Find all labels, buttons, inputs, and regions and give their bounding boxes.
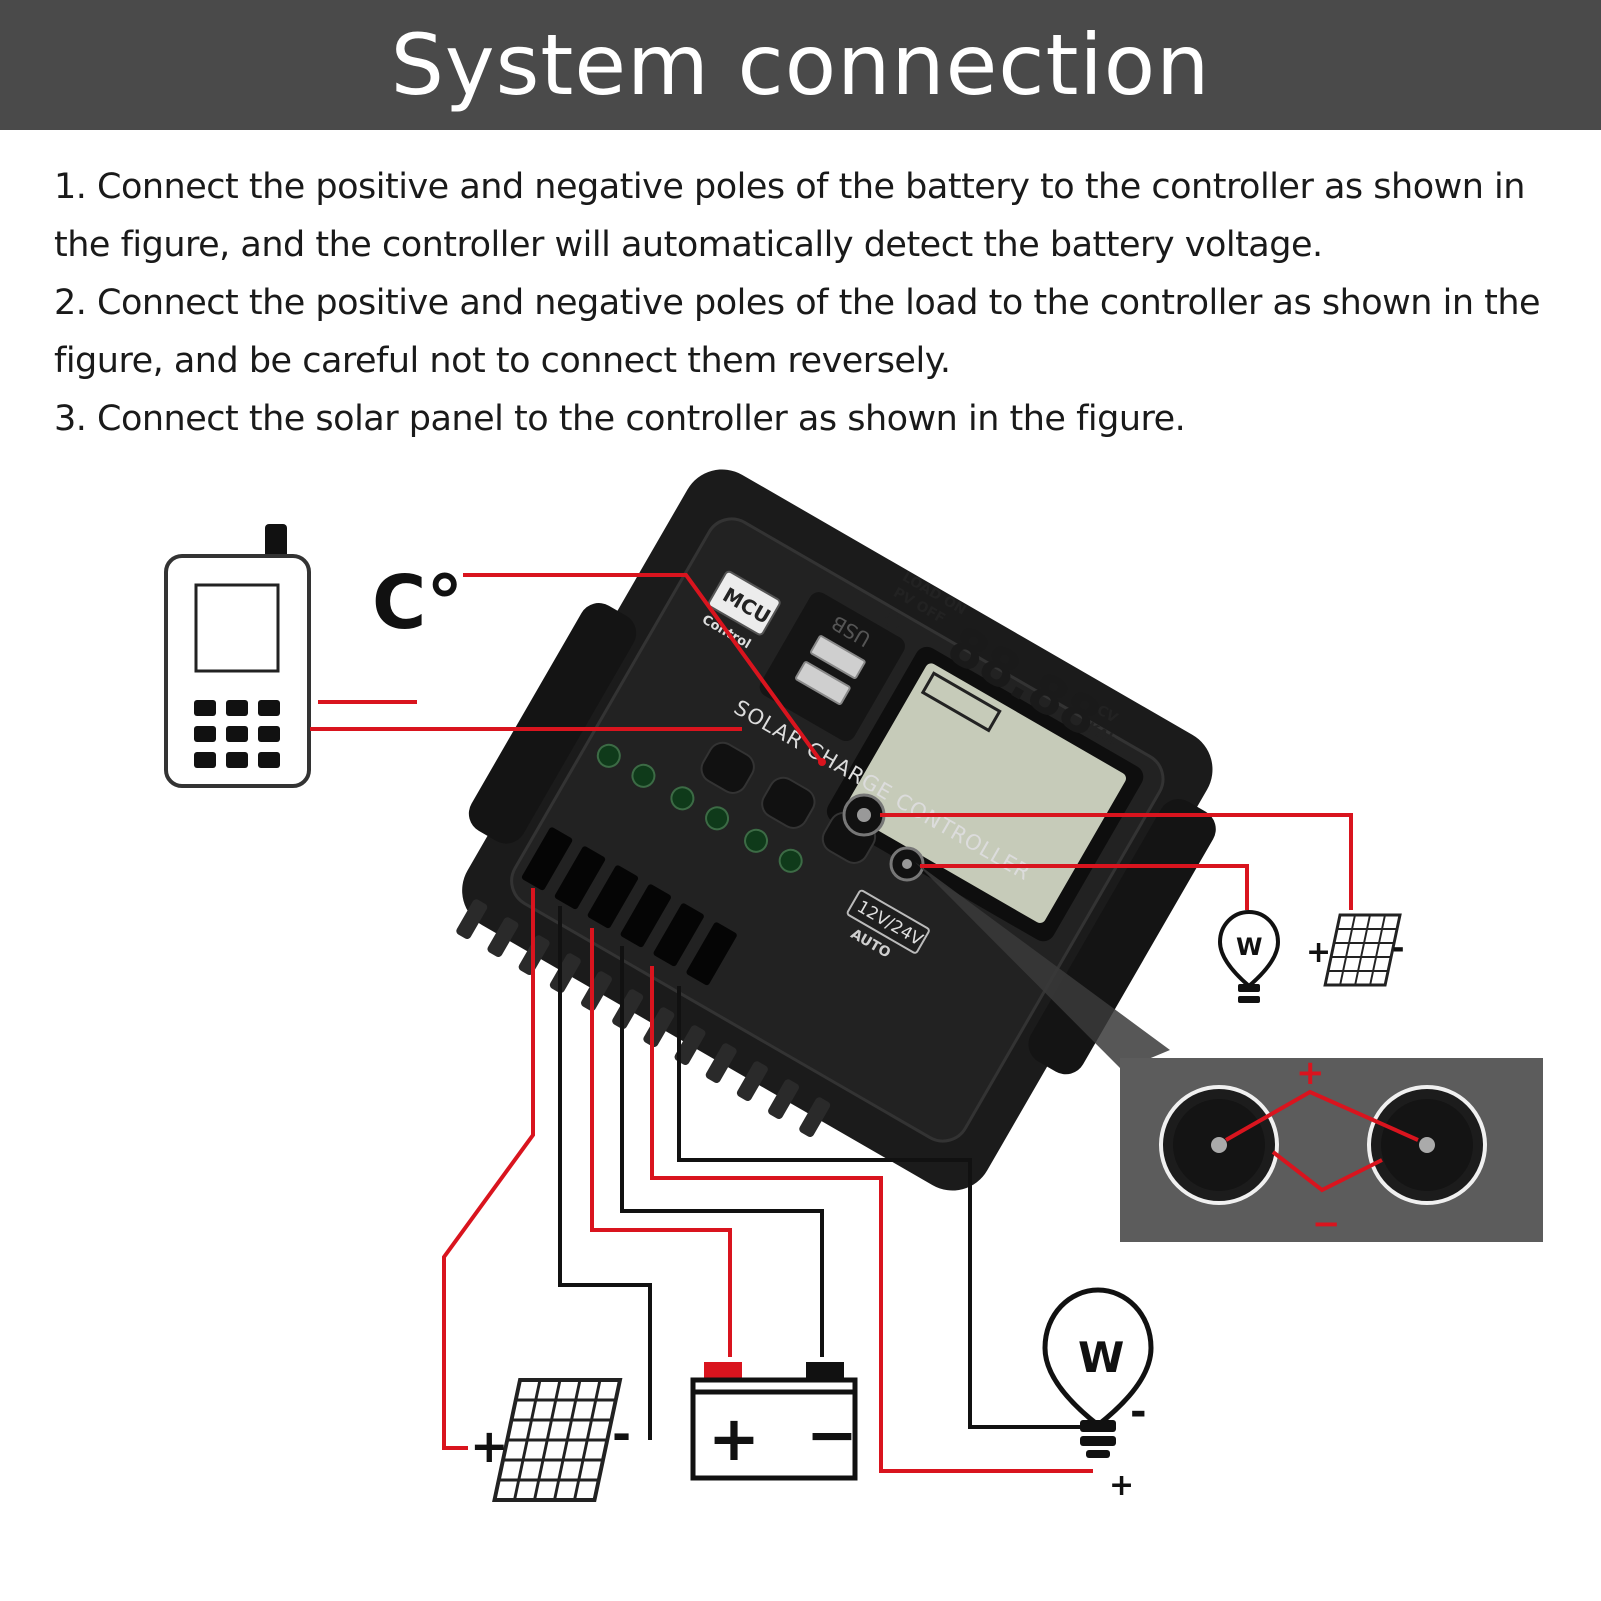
side-lightbulb-icon xyxy=(1217,909,1281,1003)
bulb-minus-label: - xyxy=(1130,1389,1147,1435)
solar-panel-icon xyxy=(492,1378,623,1502)
page-title: System connection xyxy=(390,16,1211,114)
load-positive-wire xyxy=(650,966,1093,1473)
solar-positive-wire xyxy=(442,888,535,1450)
side-panel-plus-label: + xyxy=(1306,935,1331,970)
side-bulb-wire xyxy=(920,864,1249,910)
bulb-letter: W xyxy=(1078,1333,1124,1382)
battery-negative-wire xyxy=(620,946,824,1357)
side-panel-minus-label: - xyxy=(1392,931,1404,966)
side-solar-panel-icon xyxy=(1323,913,1402,987)
side-panel-wire xyxy=(880,813,1353,910)
battery-positive-wire xyxy=(590,928,732,1357)
solar-plus-label: + xyxy=(470,1419,509,1473)
lcd-sun-icon xyxy=(884,612,901,629)
solar-negative-wire xyxy=(558,906,652,1440)
solar-minus-label: - xyxy=(612,1407,631,1461)
instruction-step-1: 1. Connect the positive and negative pol… xyxy=(54,167,1525,265)
lcd-battery-icon xyxy=(920,671,1002,733)
zoom-plus-label: + xyxy=(1296,1053,1325,1093)
port-zoom-inset: + − xyxy=(1120,1053,1543,1244)
up-button[interactable] xyxy=(757,773,820,833)
header-bar: System connection xyxy=(0,0,1601,130)
phone-icon xyxy=(164,524,311,788)
battery-plus-label: + xyxy=(708,1402,760,1475)
instruction-step-2: 2. Connect the positive and negative pol… xyxy=(54,283,1541,381)
zoom-minus-label: − xyxy=(1312,1204,1341,1244)
bulb-plus-label: + xyxy=(1109,1468,1134,1503)
battery-icon xyxy=(690,1362,858,1481)
temperature-symbol: C° xyxy=(372,560,463,646)
instructions: 1. Connect the positive and negative pol… xyxy=(54,158,1564,448)
side-bulb-letter: W xyxy=(1236,933,1262,961)
lightbulb-icon xyxy=(1042,1287,1154,1458)
zoom-beam xyxy=(915,862,1170,1070)
load-negative-wire xyxy=(677,986,1080,1429)
instruction-step-3: 3. Connect the solar panel to the contro… xyxy=(54,399,1186,439)
temperature-wire xyxy=(463,573,822,762)
menu-button[interactable] xyxy=(696,738,759,798)
battery-minus-label: − xyxy=(806,1398,858,1471)
